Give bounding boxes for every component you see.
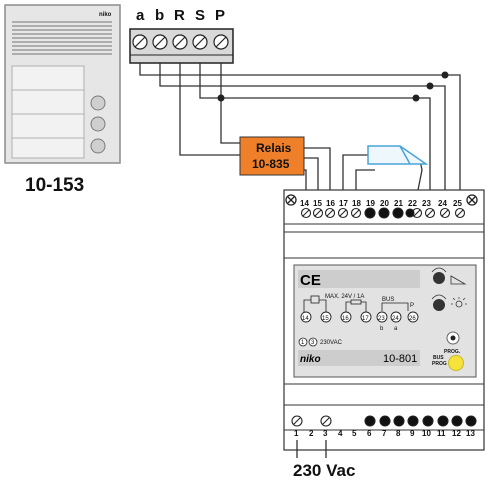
volume-dial-icon[interactable] — [433, 272, 445, 284]
terminal-label-p: P — [215, 7, 225, 24]
bottom-terminal-10: 10 — [422, 429, 431, 438]
light-dial-icon[interactable] — [433, 299, 445, 311]
supply-num-1: 1 — [301, 340, 305, 346]
face-terminal-numbers: 14 15 16 17 23 24 26 — [302, 316, 416, 322]
bottom-terminal-8: 8 — [396, 429, 401, 438]
top-terminal-16: 16 — [326, 199, 335, 208]
supply-voltage-label: 230 Vac — [293, 461, 355, 480]
bottom-terminal-3: 3 — [323, 429, 328, 438]
volume-knob[interactable] — [431, 267, 467, 285]
top-terminal-numbers: 14 15 16 17 18 19 20 21 22 23 24 25 — [300, 199, 462, 208]
face-term-24: 24 — [392, 316, 399, 322]
face-symbols — [303, 295, 409, 317]
door-panel-model: 10-153 — [25, 175, 84, 196]
bottom-terminal-11: 11 — [437, 429, 446, 438]
controller-brand: niko — [300, 354, 321, 365]
door-panel: niko — [4, 4, 121, 164]
call-button-2 — [90, 116, 106, 132]
name-plate-3 — [11, 113, 85, 139]
top-terminal-20: 20 — [380, 199, 389, 208]
relay-module: Relais 10-835 — [239, 136, 305, 176]
face-term-15: 15 — [322, 316, 329, 322]
bus-sub-a: a — [394, 326, 398, 332]
terminal-label-s: S — [195, 7, 205, 24]
top-terminal-25: 25 — [453, 199, 462, 208]
face-term-17: 17 — [362, 316, 369, 322]
speaker-grille — [12, 21, 112, 55]
face-terminals — [300, 311, 419, 323]
bottom-terminal-6: 6 — [367, 429, 372, 438]
bottom-terminal-screws — [291, 415, 477, 427]
top-terminal-21: 21 — [394, 199, 403, 208]
name-plate-1 — [11, 65, 85, 91]
front-brand-bar — [298, 350, 420, 366]
top-terminal-14: 14 — [300, 199, 309, 208]
bus-prog-line1: BUS — [433, 355, 444, 361]
call-button-1 — [90, 95, 106, 111]
controller-module: 14 15 16 17 18 19 20 21 22 23 24 25 — [283, 189, 485, 451]
top-terminal-19: 19 — [366, 199, 375, 208]
bottom-terminal-7: 7 — [382, 429, 387, 438]
supply-num-3: 3 — [311, 340, 315, 346]
bus-prog-line2: PROG — [432, 361, 447, 367]
bottom-terminal-12: 12 — [452, 429, 461, 438]
bottom-terminal-1: 1 — [294, 429, 299, 438]
front-title-bar — [298, 270, 420, 288]
terminal-label-r: R — [174, 7, 185, 24]
light-bulb-icon — [455, 300, 463, 308]
prog-label: PROG. — [444, 349, 461, 355]
ce-mark: CE — [300, 272, 321, 289]
bus-sub-b: b — [380, 326, 384, 332]
wire-junctions — [217, 71, 449, 102]
light-knob[interactable] — [431, 294, 467, 311]
bottom-terminal-9: 9 — [410, 429, 415, 438]
prog-led — [448, 355, 464, 371]
bottom-terminal-4: 4 — [338, 429, 343, 438]
name-plate-4 — [11, 137, 85, 159]
door-panel-brand: niko — [99, 12, 112, 18]
bus-label: BUS — [382, 297, 394, 303]
top-terminal-screws — [300, 207, 466, 219]
relay-model: 10-835 — [252, 157, 290, 171]
relay-box — [239, 136, 305, 176]
call-button-3 — [90, 138, 106, 154]
bottom-terminal-13: 13 — [466, 429, 475, 438]
face-term-16: 16 — [342, 316, 349, 322]
door-strike — [367, 145, 429, 165]
supply-wires — [296, 440, 327, 458]
top-terminal-18: 18 — [352, 199, 361, 208]
top-terminal-15: 15 — [313, 199, 322, 208]
terminal-block: a b R S P — [129, 7, 234, 64]
relay-label: Relais — [256, 141, 292, 155]
bottom-terminal-numbers: 1 2 3 4 5 6 7 8 9 10 11 12 13 — [294, 429, 475, 438]
bell-volume-icon — [450, 275, 467, 285]
face-term-14: 14 — [302, 316, 309, 322]
controller-model: 10-801 — [383, 353, 417, 365]
top-terminal-24: 24 — [438, 199, 447, 208]
name-plate-2 — [11, 89, 85, 115]
top-terminal-23: 23 — [422, 199, 431, 208]
door-strike-icon — [367, 145, 429, 165]
max-rating: MAX. 24V / 1A — [325, 294, 364, 300]
top-terminal-22: 22 — [408, 199, 417, 208]
supply-voltage: 230VAC — [320, 340, 343, 346]
p-label: P — [410, 303, 414, 309]
bottom-terminal-5: 5 — [352, 429, 357, 438]
terminal-label-a: a — [136, 7, 145, 24]
terminal-screws — [132, 34, 229, 50]
face-term-23: 23 — [378, 316, 385, 322]
top-terminal-17: 17 — [339, 199, 348, 208]
face-term-26: 26 — [409, 316, 416, 322]
wires — [139, 63, 461, 196]
terminal-label-b: b — [155, 7, 164, 24]
bottom-terminal-2: 2 — [309, 429, 314, 438]
supply-marks — [298, 337, 318, 347]
